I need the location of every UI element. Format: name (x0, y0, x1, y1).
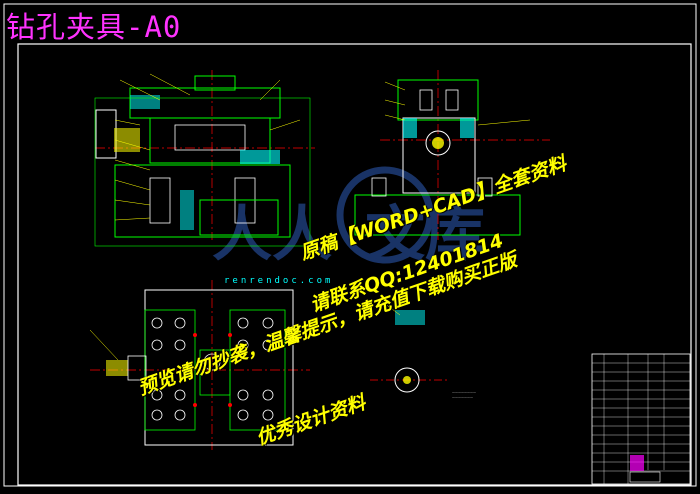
watermark-site: renrendoc.com (224, 276, 334, 286)
title-block (591, 353, 691, 485)
drawing-title: 钻孔夹具-A0 (6, 10, 182, 44)
drawing-border (17, 43, 692, 486)
top-view (89, 280, 310, 450)
front-view (94, 70, 315, 247)
side-view (354, 70, 550, 240)
svg-text:————————: ———————— (452, 390, 476, 394)
outer-frame (3, 3, 697, 487)
section-detail: ———————— ——————— (370, 299, 476, 399)
svg-text:———————: ——————— (452, 395, 473, 399)
